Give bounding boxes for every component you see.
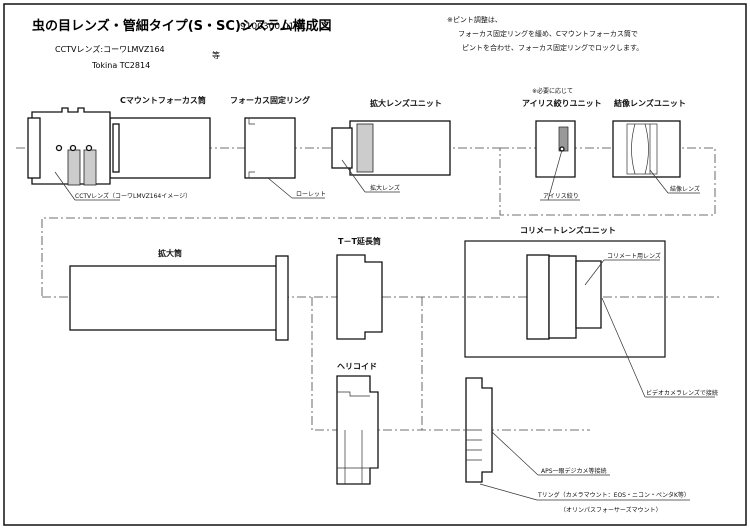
callout-magnifier-lens: 拡大レンズ xyxy=(370,184,400,192)
cctv-lens-2: Tokina TC2814 xyxy=(91,61,150,70)
label-as-needed: ※必要に応じて xyxy=(532,87,573,95)
label-imaging-unit: 結像レンズユニット xyxy=(614,98,686,108)
callout-olympus: （オリンパスフォーサーズマウント） xyxy=(560,506,662,514)
callout-cctv-lens: CCTVレンズ（コーワLMVZ164イメージ） xyxy=(75,192,191,200)
callout-iris: アイリス絞り xyxy=(543,192,579,200)
label-collimator-unit: コリメートレンズユニット xyxy=(520,225,616,235)
magnifier-unit-drawing xyxy=(331,120,451,176)
t-ring-drawing xyxy=(465,377,493,483)
label-c-mount-focus-tube: Cマウントフォーカス筒 xyxy=(120,95,206,105)
imaging-unit-drawing xyxy=(612,120,681,178)
focus-lock-ring-drawing xyxy=(244,117,296,179)
callout-video-lens: ビデオカメラレンズで接続 xyxy=(646,389,718,397)
callout-imaging-lens: 結像レンズ xyxy=(670,185,700,193)
iris-unit-drawing xyxy=(535,120,576,178)
label-magnifier-tube: 拡大筒 xyxy=(158,248,182,258)
magnifier-tube-drawing xyxy=(69,255,289,341)
drawing-number: 9100300.01A xyxy=(240,22,301,32)
label-magnifier-unit: 拡大レンズユニット xyxy=(370,98,442,108)
callout-knurl: ローレット xyxy=(296,191,326,198)
note-line-2: フォーカス固定リングを緩め、Cマウントフォーカス筒で xyxy=(458,29,638,38)
collimator-lens-drawing xyxy=(526,254,602,340)
tt-extension-drawing xyxy=(336,254,383,340)
label-helicoid: ヘリコイド xyxy=(337,362,377,371)
label-iris-unit: アイリス絞りユニット xyxy=(522,98,602,108)
helicoid-drawing xyxy=(336,375,379,485)
callout-collimator-lens: コリメート用レンズ xyxy=(607,252,661,260)
drawing-border xyxy=(3,3,747,526)
label-tt-extension: T－T延長筒 xyxy=(338,236,381,246)
label-focus-lock-ring: フォーカス固定リング xyxy=(230,95,310,105)
cctv-lens-1: CCTVレンズ:コーワLMVZ164 xyxy=(55,44,165,54)
cctv-lens-drawing xyxy=(27,107,211,186)
note-line-3: ピントを合わせ、フォーカス固定リングでロックします。 xyxy=(462,43,643,52)
drawing-title: 虫の目レンズ・管細タイプ(S・SC)システム構成図 xyxy=(32,18,332,34)
collimator-unit-box xyxy=(464,240,666,358)
note-line-1: ※ピント調整は、 xyxy=(447,15,502,24)
callout-aps-camera: APS一眼デジカメ等接続 xyxy=(541,467,607,475)
callout-t-ring: Tリング（カメラマウント：EOS・ニコン・ペンタK等） xyxy=(537,491,690,499)
etc-mark: 等 xyxy=(212,50,220,60)
